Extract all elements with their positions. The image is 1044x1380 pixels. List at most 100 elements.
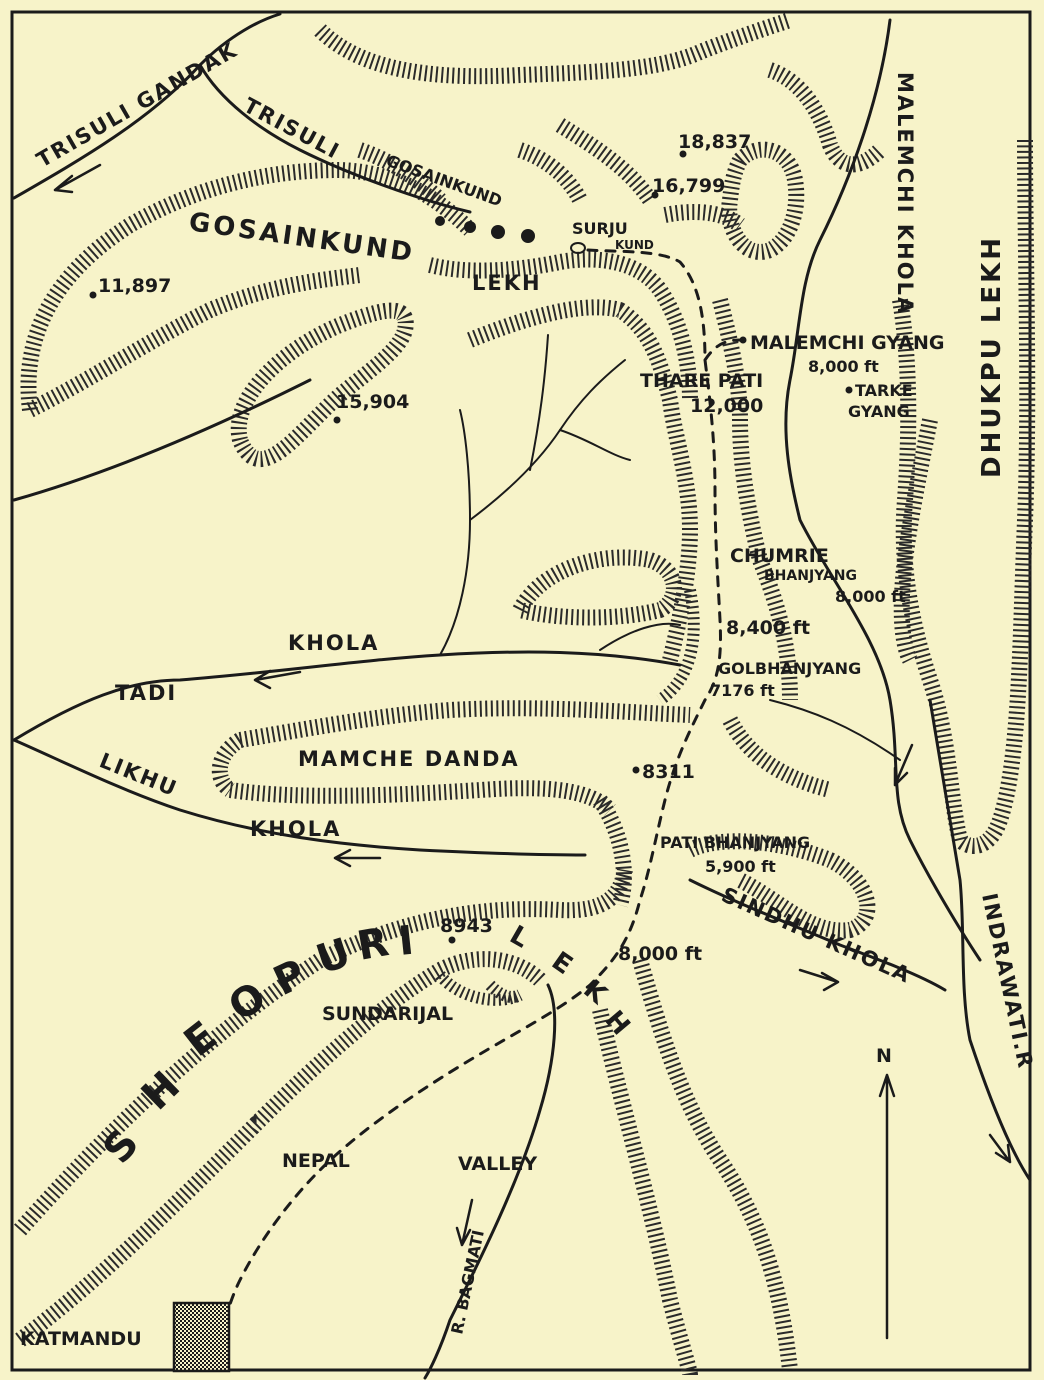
lake-gosainkund-2 [464,221,476,233]
label-gol-bhanjyang-elev: 7176 ft [710,681,775,700]
label-nepal: NEPAL [282,1150,350,1172]
ridge-8311-east [593,795,632,908]
label-sundarijal: SUNDARIJAL [322,1003,453,1025]
label-valley: VALLEY [458,1153,537,1175]
lake-gosainkund-1 [435,216,445,226]
dot-malemchi-gyang [739,336,747,344]
river-likhu [12,738,587,857]
arrow-bagmati [455,1198,474,1247]
dot-11897 [89,291,97,299]
north-label: N [876,1045,892,1067]
dot-8943 [448,936,456,944]
label-8311: 8311 [642,761,695,783]
arrow-sindhu [798,968,840,992]
label-thare-pati: THARE PATI [640,370,763,392]
ridge-gosainkund-lekh [357,118,657,206]
arrow-likhu [333,848,382,868]
label-chumrie: CHUMRIE [730,545,829,567]
trek-route [218,248,722,1342]
ridge-gosainkund-west [20,162,476,411]
spot-heights [89,150,853,944]
lake-gosainkund-3 [491,225,505,239]
ridge-mamche-west [211,733,245,797]
label-gol-bhanjyang: GOLBHANJYANG [718,659,861,678]
ridge-top [314,12,793,85]
flow-arrows [53,163,1012,1247]
arrow-tadi [253,669,302,690]
label-11897: 11,897 [98,275,171,297]
katmandu-symbol [172,1301,231,1373]
dot-16799 [651,191,659,199]
label-8000: 8,000 ft [618,943,702,965]
ridge-south-long-2 [592,1008,698,1377]
dot-18837 [679,150,687,158]
arrow-malemchi [893,743,914,787]
label-tarke: TARKE [855,381,913,400]
dot-8311 [632,766,640,774]
label-tarke-gyang: GYANG [848,402,910,421]
ridge-sheopuri-north [14,868,633,1236]
rivers [12,12,1032,1380]
label-likhu-khola: KHOLA [250,817,341,841]
ridge-pati-loop [686,833,876,939]
label-katmandu: KATMANDU [20,1328,142,1350]
label-18837: 18,837 [678,131,751,153]
ridge-surju-north [663,204,745,232]
label-8400: 8,400 ft [726,617,810,639]
label-pati-bhanjyang: PATI BHANJYANG [660,833,810,852]
river-sindhu [688,878,947,992]
ridge-mamche-north [238,700,691,748]
map-frame [10,10,1032,1372]
label-pati-bhanjyang-elev: 5,900 ft [705,857,776,876]
ridge-8400-east [656,588,700,705]
label-kund: KUND [615,238,654,252]
ridge-sundarijal-loop [435,970,523,1006]
label-chumrie-bhanjyang: BHANJYANG [764,568,857,584]
label-gosainkund-lekh: LEKH [472,271,542,295]
label-chumrie-elev: 8,000 ft [835,587,906,606]
label-thare-pati-elev: 12,000 [690,395,763,417]
label-tadi: TADI [115,681,177,705]
label-tadi-khola: KHOLA [288,631,379,655]
label-malemchi-gyang-elev: 8,000 ft [808,357,879,376]
label-16799: 16,799 [652,175,725,197]
label-8943: 8943 [440,915,493,937]
river-indrawati [928,698,1032,1182]
river-trisuli-gandak [12,12,282,200]
ridge-8400-loop [512,549,682,626]
ridge-top-east [767,62,886,173]
ridge-lekh-main [428,251,698,401]
label-dhukpu-lekh: DHUKPU LEKH [977,235,1007,478]
stream-f [769,699,901,761]
ridge-dhukpu-west [892,298,968,842]
label-surju: SURJU [572,219,628,238]
ridge-malemchi-east [893,418,938,664]
label-mamche-danda: MAMCHE DANDA [298,747,520,771]
arrow-indrawati [988,1133,1012,1164]
label-sheopuri-i: I [396,918,416,965]
stream-d [559,429,631,461]
ridge-south-long [632,957,798,1371]
label-malemchi-khola: MALEMCHI KHOLA [893,72,917,315]
lakes [435,216,586,254]
stream-c [529,334,549,471]
lake-surju-kund [570,242,586,254]
ridge-dhukpu-east [954,139,1036,854]
river-malemchi [784,18,982,962]
north-arrow: N [876,1045,896,1340]
dot-15904 [333,416,341,424]
stream-e [599,622,681,651]
north-arrow-line [878,1073,896,1340]
ridges [14,12,1036,1377]
river-trisuli [198,63,472,214]
arrow-trisuli [53,163,102,194]
ridge-sheopuri-south [15,951,546,1347]
river-west-ridge [12,378,312,502]
label-15904: 15,904 [336,391,409,413]
river-bagmati [423,983,557,1380]
dot-tarke-gyang [845,386,853,394]
label-malemchi-gyang: MALEMCHI GYANG [750,332,944,354]
lake-gosainkund-4 [521,229,535,243]
